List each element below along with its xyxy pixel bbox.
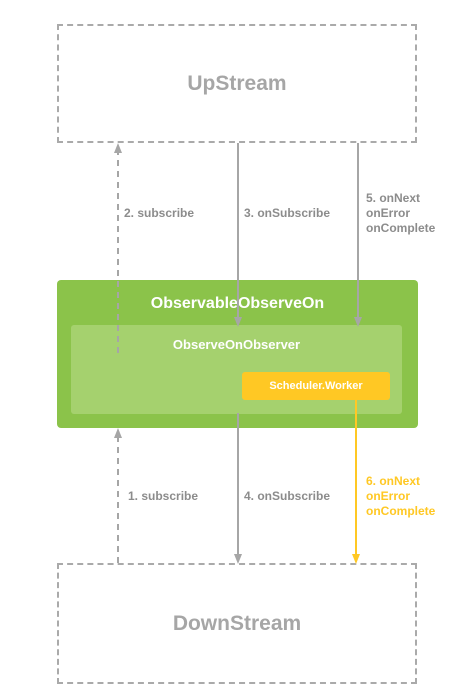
- label-onsubscribe-to-down: 4. onSubscribe: [244, 489, 331, 503]
- scheduler-worker-label: Scheduler.Worker: [269, 380, 363, 392]
- downstream-label: DownStream: [172, 611, 302, 635]
- scheduler-worker-box: Scheduler.Worker: [242, 372, 390, 400]
- downstream-box: DownStream: [57, 563, 417, 684]
- label-events-from-up: 5. onNext onError onComplete: [366, 191, 435, 236]
- label-events-from-up-line3: onComplete: [366, 221, 436, 235]
- upstream-label: UpStream: [187, 71, 287, 95]
- label-subscribe-up: 2. subscribe: [124, 206, 195, 220]
- label-events-to-down-line3: onComplete: [366, 504, 436, 518]
- label-events-to-down-line1: 6. onNext: [366, 474, 421, 488]
- observe-on-observer-box: ObserveOnObserver Scheduler.Worker: [71, 325, 402, 414]
- label-events-from-up-line1: 5. onNext: [366, 191, 421, 205]
- label-subscribe-from-down: 1. subscribe: [128, 489, 199, 503]
- upstream-box: UpStream: [57, 24, 417, 143]
- label-events-to-down: 6. onNext onError onComplete: [366, 474, 435, 519]
- label-onsubscribe-from-up: 3. onSubscribe: [244, 206, 331, 220]
- label-events-to-down-line2: onError: [366, 489, 411, 503]
- observe-on-observer-label: ObserveOnObserver: [172, 337, 301, 352]
- label-events-from-up-line2: onError: [366, 206, 411, 220]
